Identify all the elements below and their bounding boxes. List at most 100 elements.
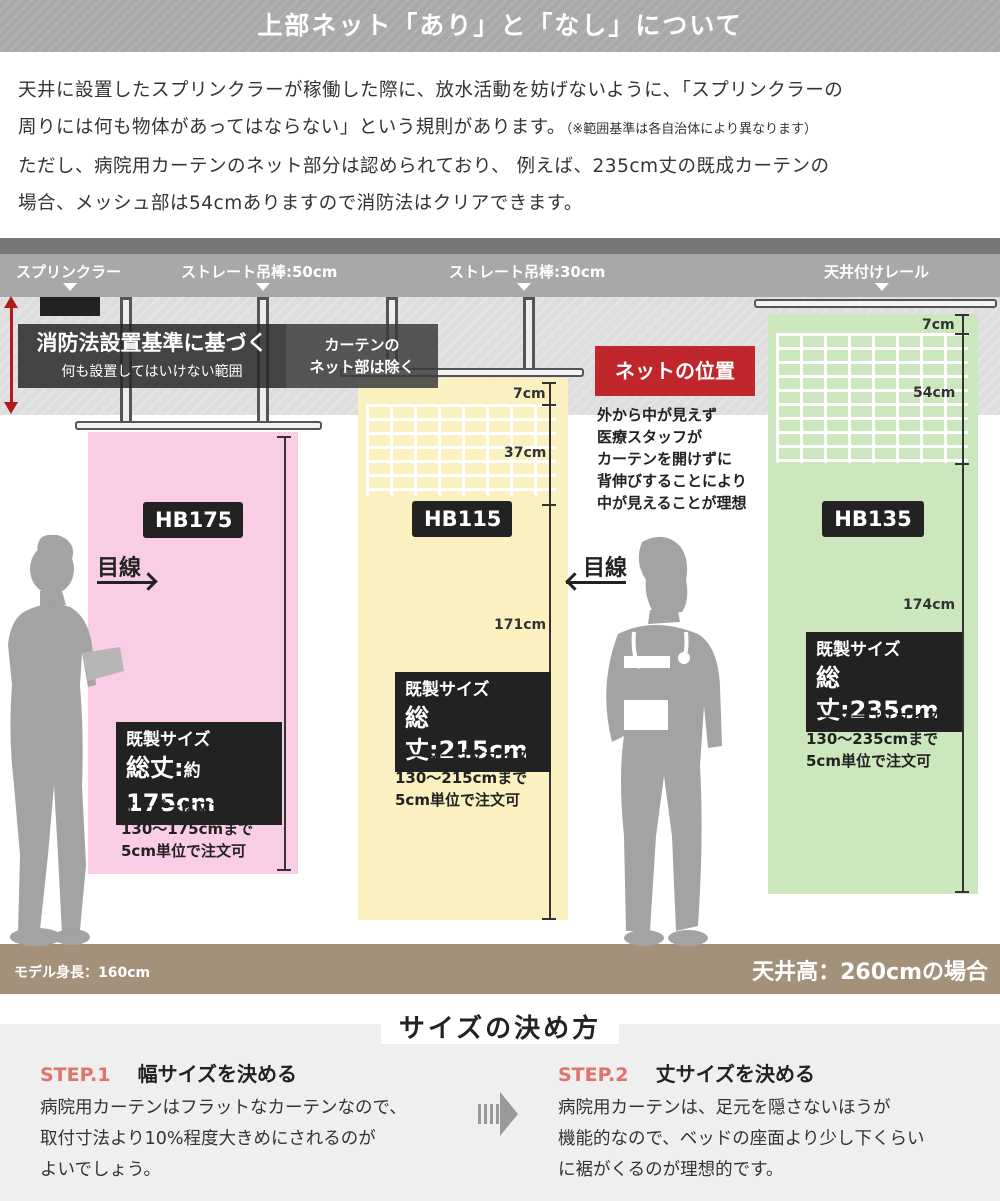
size-box-hb175: 既製サイズ 総丈:約175cm	[116, 722, 282, 825]
measure-hb115-body: 171cm	[494, 617, 547, 633]
gaze-label-right: 目線	[583, 556, 628, 581]
step2-line: に裾がくるのが理想的です。	[558, 1160, 784, 1180]
sprinkler-label: スプリンクラー	[16, 263, 122, 281]
pole50-marker-icon	[256, 283, 270, 291]
measure-hb115-mesh: 37cm	[504, 445, 547, 461]
rail-green	[754, 299, 997, 308]
model-height-label: モデル身長：160cm	[14, 965, 151, 981]
measure-tick	[542, 918, 556, 920]
net-desc-line: 外から中が見えず	[597, 406, 718, 424]
gaze-arrowhead-left-icon	[565, 572, 584, 591]
length-prefix: 総丈:	[126, 754, 184, 782]
length-value: 215cm	[438, 736, 528, 764]
net-exclude-line-1: カーテンの	[324, 336, 400, 354]
pole30-marker-icon	[517, 283, 531, 291]
step2-line: 病院用カーテンは、足元を隠さないほうが	[558, 1098, 891, 1118]
order-note-hb175: オーダーは丈サイズ 130〜175cmまで 5cm単位で注文可	[121, 796, 256, 862]
mesh-hb135	[776, 333, 968, 463]
section-header: 上部ネット「あり」と「なし」について	[0, 0, 1000, 52]
length-value: 235cm	[849, 696, 939, 724]
net-exclude-line-2: ネット部は除く	[309, 358, 415, 376]
pole30-label: ストレート吊棒:30cm	[449, 263, 606, 281]
rail-label: 天井付けレール	[824, 263, 930, 281]
zone-range-arrow-icon	[4, 296, 18, 414]
step1-header: STEP.1 幅サイズを決める	[40, 1058, 297, 1087]
measure-tick	[542, 504, 556, 506]
pole-mid-b-inner	[526, 300, 532, 370]
zone-label: 消防法設置基準に基づく 何も設置してはいけない範囲	[18, 324, 286, 388]
rail-marker-icon	[875, 283, 889, 291]
order-line: 130〜235cmまで	[806, 730, 939, 748]
order-line: オーダーは丈サイズ	[806, 708, 941, 726]
measure-tick	[277, 869, 291, 871]
intro-text: 天井に設置したスプリンクラーが稼働した際に、放水活動を妨げないように、「スプリン…	[18, 72, 988, 222]
order-line: 5cm単位で注文可	[806, 752, 931, 770]
order-note-hb135: オーダーは丈サイズ 130〜235cmまで 5cm単位で注文可	[806, 706, 941, 772]
size-length: 総丈:約 175cm	[126, 752, 272, 819]
measure-line-hb135	[962, 314, 964, 892]
sprinkler-marker-icon	[63, 283, 77, 291]
zone-subtitle: 何も設置してはいけない範囲	[61, 364, 243, 380]
intro-note: （※範囲基準は各自治体により異なります）	[565, 122, 817, 137]
measure-line-hb175	[284, 436, 286, 870]
rail-pink	[75, 421, 322, 430]
step1-line: 取付寸法より10%程度大きめにされるのが	[40, 1129, 376, 1149]
step2-body: 病院用カーテンは、足元を隠さないほうが 機能的なので、ベッドの座面より少し下くら…	[558, 1093, 988, 1186]
length-value: 175cm	[126, 789, 216, 817]
size-length: 総丈:215cm	[405, 702, 541, 766]
ceiling-band	[0, 254, 1000, 297]
intro-line-1: 天井に設置したスプリンクラーが稼働した際に、放水活動を妨げないように、「スプリン…	[18, 80, 844, 101]
gaze-arrow-left-icon	[566, 581, 626, 584]
section-title: 上部ネット「あり」と「なし」について	[257, 11, 743, 40]
order-line: 5cm単位で注文可	[395, 791, 520, 809]
gaze-arrow-right-icon	[97, 581, 155, 584]
measure-line-hb115	[549, 382, 551, 919]
size-length: 総丈:235cm	[816, 662, 952, 726]
length-prefix: 総丈:	[405, 704, 439, 764]
mesh-hb115	[366, 404, 556, 496]
net-position-desc: 外から中が見えず 医療スタッフが カーテンを開けずに 背伸びすることにより 中が…	[597, 404, 777, 514]
order-line: 130〜175cmまで	[121, 820, 254, 838]
measure-hb135-top: 7cm	[922, 317, 955, 333]
step1-body: 病院用カーテンはフラットなカーテンなので、 取付寸法より10%程度大きめにされる…	[40, 1093, 470, 1186]
net-desc-line: 中が見えることが理想	[597, 494, 747, 512]
measure-hb115-top: 7cm	[513, 386, 546, 402]
step1-heading: 幅サイズを決める	[137, 1062, 297, 1086]
pole50-label: ストレート吊棒:50cm	[181, 263, 338, 281]
step2-line: 機能的なので、ベッドの座面より少し下くらい	[558, 1129, 925, 1149]
ceiling-bar	[0, 238, 1000, 254]
net-desc-line: 背伸びすることにより	[597, 472, 747, 490]
net-desc-line: カーテンを開けずに	[597, 450, 733, 468]
measure-tick	[955, 314, 969, 316]
step2-heading: 丈サイズを決める	[655, 1062, 815, 1086]
measure-tick	[955, 463, 969, 465]
measure-hb135-body: 174cm	[903, 597, 956, 613]
intro-line-2-main: 周りには何も物体があってはならない」という規則があります。	[18, 117, 566, 138]
net-exclude-label: カーテンの ネット部は除く	[286, 324, 438, 388]
size-label: 既製サイズ	[816, 640, 901, 660]
model-badge-hb115: HB115	[412, 501, 512, 537]
order-note-hb115: オーダーは丈サイズ 130〜215cmまで 5cm単位で注文可	[395, 745, 530, 811]
length-approx: 約	[183, 761, 201, 781]
length-prefix: 総丈:	[816, 664, 850, 724]
intro-line-3: ただし、病院用カーテンのネット部分は認められており、 例えば、235cm丈の既成…	[18, 156, 830, 177]
size-box-hb135: 既製サイズ 総丈:235cm	[806, 632, 962, 732]
net-desc-line: 医療スタッフが	[597, 428, 703, 446]
measure-tick	[542, 382, 556, 384]
gaze-label-left: 目線	[97, 556, 142, 581]
sprinkler-head	[40, 297, 100, 316]
measure-hb135-mesh: 54cm	[913, 385, 956, 401]
model-badge-hb135: HB135	[822, 501, 924, 537]
net-position-badge: ネットの位置	[595, 346, 755, 396]
doctor-silhouette-icon	[606, 536, 722, 946]
size-box-hb115: 既製サイズ 総丈:215cm	[395, 672, 551, 772]
size-label: 既製サイズ	[405, 680, 490, 700]
model-badge-hb175: HB175	[143, 502, 243, 538]
step-arrow-icon	[478, 1092, 518, 1136]
measure-tick	[542, 404, 556, 406]
floor-band	[0, 944, 1000, 994]
order-line: オーダーは丈サイズ	[121, 798, 256, 816]
measure-tick	[955, 333, 969, 335]
howto-title: サイズの決め方	[380, 1014, 620, 1044]
measure-tick	[277, 436, 291, 438]
